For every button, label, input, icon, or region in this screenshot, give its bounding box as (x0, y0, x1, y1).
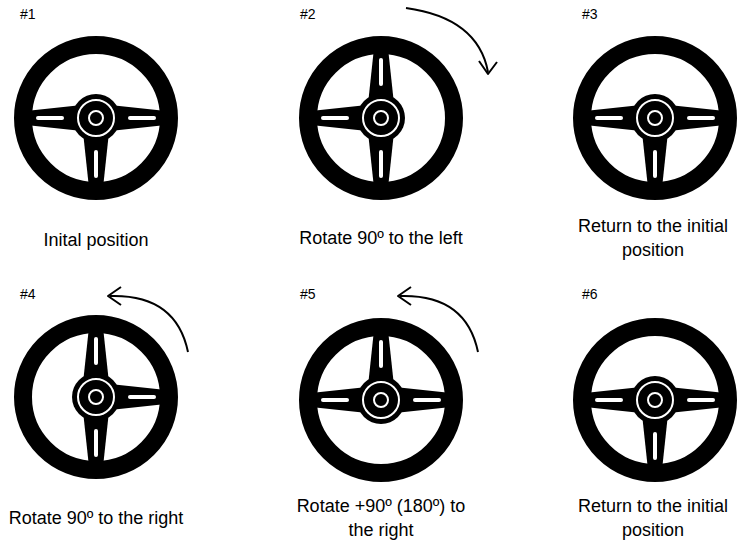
wheel-hub (631, 376, 679, 424)
wheel-rim (23, 45, 169, 191)
wheel-hub (72, 94, 120, 142)
rotation-arrow (406, 8, 497, 74)
step-number: #6 (582, 286, 598, 302)
rotation-arrow (108, 287, 188, 352)
wheel-rim (582, 45, 728, 191)
step-caption: Return to the initial position (564, 494, 742, 542)
step-number: #2 (300, 6, 316, 22)
steering-wheel (308, 45, 454, 191)
wheel-rim (308, 327, 454, 473)
step-caption: Rotate +90º (180º) to the right (292, 494, 470, 542)
step-number: #4 (20, 286, 36, 302)
rotation-arrow (398, 287, 478, 352)
steering-wheel (308, 327, 454, 473)
step-caption: Inital position (7, 228, 185, 252)
step-number: #1 (20, 6, 36, 22)
step-number: #3 (582, 6, 598, 22)
wheel-hub (357, 376, 405, 424)
step-caption: Rotate 90º to the left (292, 226, 470, 250)
wheel-hub (72, 373, 120, 421)
step-number: #5 (300, 286, 316, 302)
wheel-rim (308, 45, 454, 191)
wheel-hub (631, 94, 679, 142)
step-caption: Rotate 90º to the right (7, 506, 185, 530)
steering-wheel (582, 327, 728, 473)
step-caption: Return to the initial position (564, 214, 742, 262)
wheel-hub (357, 94, 405, 142)
wheel-rim (23, 324, 169, 470)
wheel-rim (582, 327, 728, 473)
steering-wheel (23, 45, 169, 191)
steering-wheel (23, 324, 169, 470)
steering-wheel (582, 45, 728, 191)
